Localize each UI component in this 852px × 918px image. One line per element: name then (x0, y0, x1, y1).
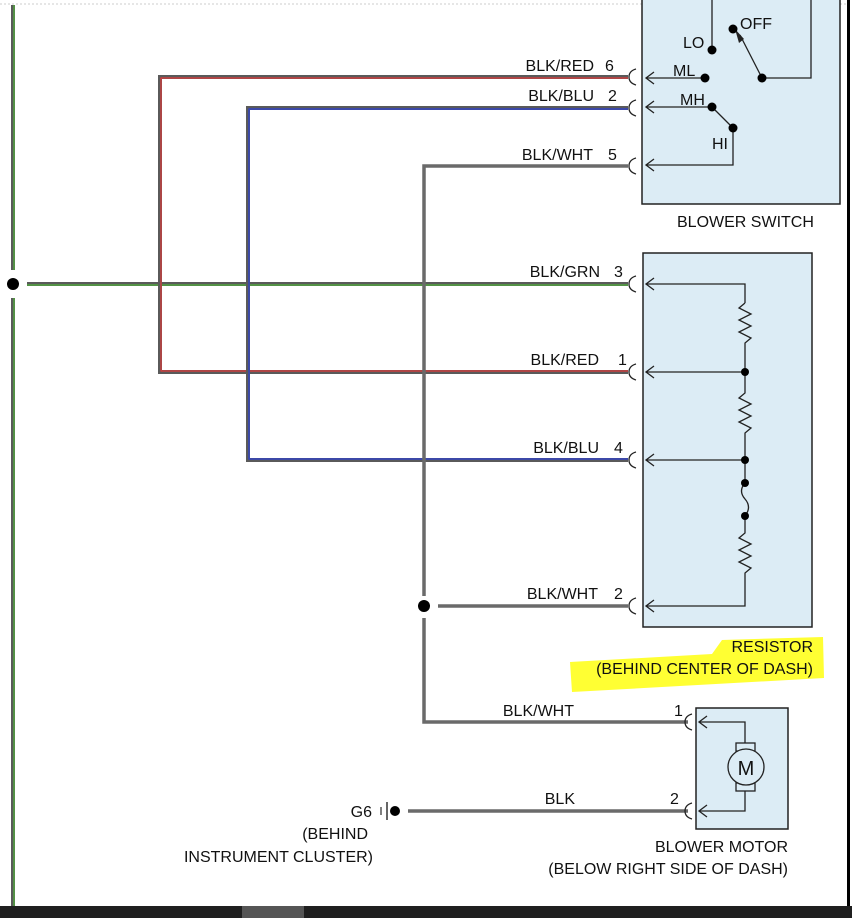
wire-label-switch-2: BLK/BLU (528, 88, 594, 105)
pin-label-motor-1: 1 (674, 703, 683, 720)
connector-motor-1 (684, 713, 693, 731)
resistor-location: (BEHIND CENTER OF DASH) (596, 661, 813, 678)
blower-motor (684, 707, 789, 830)
pin-label-switch-2: 2 (608, 88, 617, 105)
ground-location-1: (BEHIND (302, 826, 368, 843)
connector-resistor-1 (628, 363, 637, 381)
wire-label-motor-1: BLK/WHT (503, 703, 574, 720)
motor-icon (727, 748, 765, 786)
pin-label-resistor-3: 3 (614, 264, 623, 281)
wire-label-motor-2: BLK (545, 791, 576, 808)
pin-label-switch-6: 6 (605, 58, 614, 75)
wire-blk-red (158, 75, 628, 374)
wire-label-resistor-1: BLK/RED (531, 352, 599, 369)
connector-motor-2 (684, 802, 693, 820)
ground-id: G6 (351, 804, 372, 821)
wire-label-resistor-3: BLK/GRN (530, 264, 600, 281)
wire-label-switch-5: BLK/WHT (522, 147, 593, 164)
blower-motor-title: BLOWER MOTOR (655, 839, 788, 856)
ground-icon (380, 802, 400, 820)
motor-symbol: M (738, 758, 755, 780)
switch-pos-off: OFF (740, 16, 772, 33)
left-bus-wire (11, 5, 15, 906)
taskbar[interactable] (0, 906, 852, 918)
switch-pos-ml: ML (673, 63, 695, 80)
connector-resistor-4 (628, 451, 637, 469)
wire-label-resistor-2: BLK/WHT (527, 586, 598, 603)
connector-switch-6 (628, 68, 637, 86)
highlight-marker (570, 637, 824, 692)
connector-switch-2 (628, 99, 637, 117)
wire-blk-blu (246, 106, 628, 462)
ground-location-2: INSTRUMENT CLUSTER) (184, 849, 373, 866)
connector-switch-5 (628, 157, 637, 175)
wire-label-resistor-4: BLK/BLU (533, 440, 599, 457)
switch-pos-lo: LO (683, 35, 704, 52)
wire-blk-wht (422, 164, 688, 724)
pin-label-resistor-1: 1 (618, 352, 627, 369)
blower-motor-location: (BELOW RIGHT SIDE OF DASH) (548, 861, 788, 878)
splice-dot-wht (418, 600, 430, 612)
wire-blk-grn (27, 282, 628, 286)
resistor-block (628, 252, 813, 628)
wire-label-switch-6: BLK/RED (526, 58, 594, 75)
pin-label-motor-2: 2 (670, 791, 679, 808)
splice-dot-left (7, 278, 19, 290)
pin-label-resistor-2: 2 (614, 586, 623, 603)
blower-switch-title: BLOWER SWITCH (677, 214, 814, 231)
connector-resistor-2 (628, 597, 637, 615)
pin-label-switch-5: 5 (608, 147, 617, 164)
switch-pos-mh: MH (680, 92, 705, 109)
resistor-title: RESISTOR (732, 639, 814, 656)
taskbar-active-item[interactable] (242, 906, 304, 918)
pin-label-resistor-4: 4 (614, 440, 623, 457)
switch-pos-hi: HI (712, 136, 728, 153)
blower-switch (628, 0, 841, 205)
window-right-border (847, 0, 850, 906)
connector-resistor-3 (628, 275, 637, 293)
